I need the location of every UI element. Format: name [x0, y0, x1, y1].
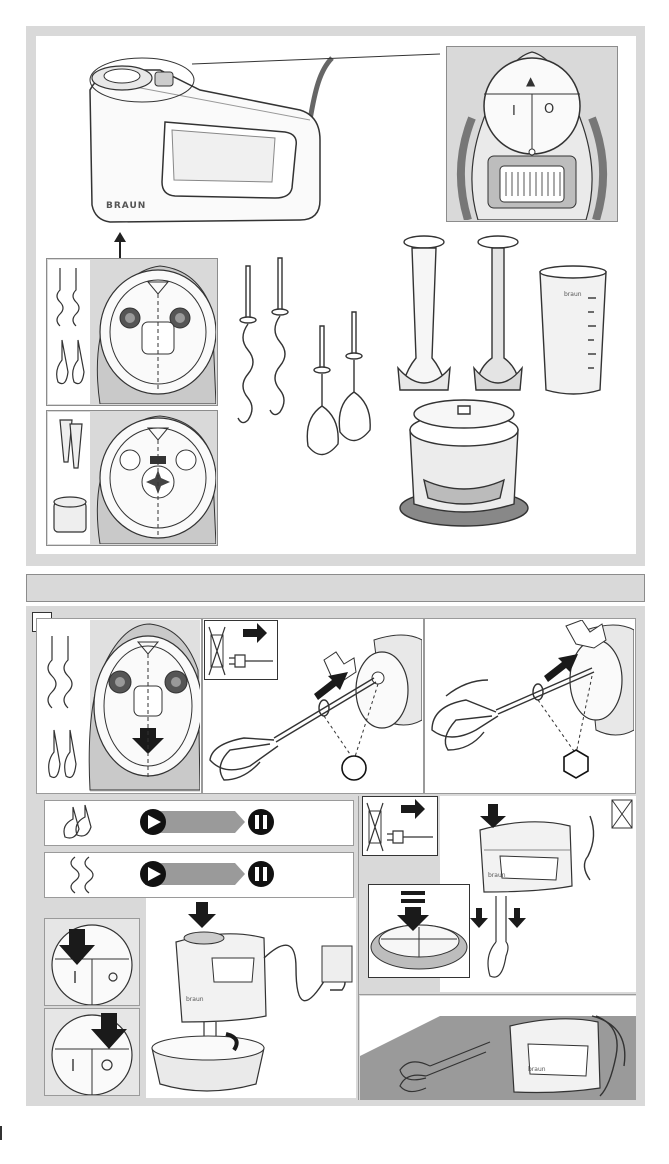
attachments-illustration: [228, 228, 628, 544]
page-edge-mark: [0, 1126, 2, 1140]
insert-round-beater-illustration: [204, 620, 422, 792]
section-bar: [26, 574, 645, 602]
mixing-bowl-illustration: [146, 898, 356, 1098]
storage-logo: braun: [528, 1066, 546, 1073]
storage-illustration: [360, 996, 636, 1100]
step-insert-socket-illustration: [38, 620, 200, 792]
eject-logo: braun: [488, 872, 506, 879]
on-symbol: I: [512, 104, 516, 119]
speed-row-beaters: [44, 800, 354, 846]
socket-detail-blender-illustration: [48, 412, 216, 544]
speed-row-dough-hooks: [44, 852, 354, 898]
unplug-icon-box-2: [362, 796, 438, 856]
eject-symbol: ▲: [526, 74, 535, 88]
insert-hex-beater-illustration: [426, 620, 634, 792]
dial-on-zoom[interactable]: [44, 918, 140, 1006]
mixing-logo: braun: [186, 996, 204, 1003]
arrow-up-icon: [114, 232, 126, 258]
off-symbol: O: [544, 102, 554, 117]
dial-off-zoom[interactable]: [44, 1008, 140, 1096]
eject-button-zoom: [368, 884, 470, 978]
jug-logo: braun: [564, 291, 582, 298]
socket-detail-beaters-illustration: [48, 260, 216, 404]
divider-vertical: [358, 796, 359, 1100]
brand-logo: BRAUN: [106, 201, 146, 211]
hand-mixer-illustration: [70, 50, 450, 250]
divider-horizontal: [358, 994, 636, 995]
